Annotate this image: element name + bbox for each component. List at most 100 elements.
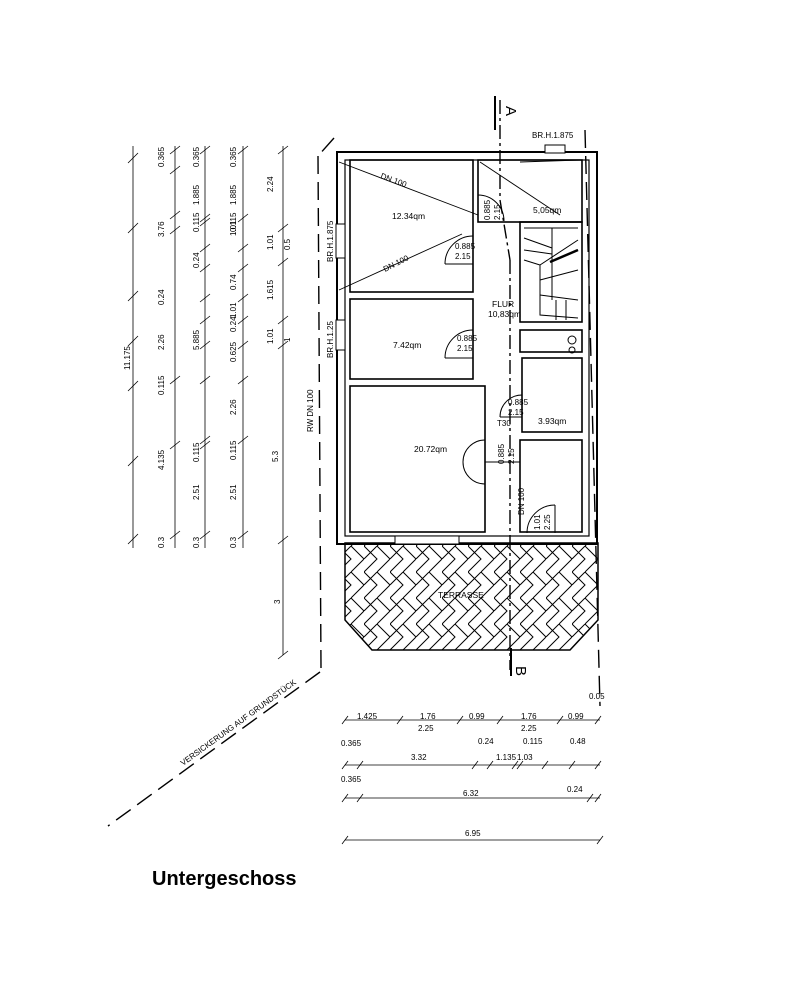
dimension-tick: [341, 715, 349, 725]
door3-h: 2.15: [457, 344, 473, 353]
dimension-tick: [169, 145, 181, 155]
dn-label-2: DN 100: [382, 253, 411, 274]
room-area-12: 12.34qm: [392, 211, 425, 221]
dimension-tick: [356, 793, 364, 803]
dim-left-col2: 5.885: [192, 329, 201, 350]
dim-left-col2: 0.115: [192, 212, 201, 232]
dim-bottom-row2: 0.365: [341, 739, 362, 748]
dimension-tick: [127, 152, 139, 164]
dimension-tick: [277, 650, 289, 660]
dim-left-total: 11.175: [123, 346, 132, 370]
terrasse-label: TERRASSE: [438, 590, 484, 600]
dimension-tick: [169, 530, 181, 540]
dim-left-col1: 0.365: [157, 146, 166, 167]
dimension-tick: [277, 340, 289, 350]
dim-bottom-row1: 1.76: [521, 712, 537, 721]
dim-left-col2: 0.3: [192, 536, 201, 548]
dimension-tick: [237, 213, 249, 223]
dim-left-col1: 3.76: [157, 221, 166, 237]
room-area-7: 7.42qm: [393, 340, 421, 350]
dim-left-col4: 2.24: [266, 176, 275, 192]
dim-bottom-row1: 0.99: [568, 712, 584, 721]
dim-left-col3: 1.01: [229, 302, 238, 318]
dimension-tick: [516, 760, 524, 770]
dim-left-col4: 1: [283, 337, 292, 342]
dim-bottom-row1: 1.76: [420, 712, 436, 721]
section-line: [499, 100, 511, 670]
room-area-5: 5,05qm: [533, 205, 561, 215]
dimension-tick: [199, 263, 211, 273]
dim-left-col3: 2.26: [229, 399, 238, 415]
dimension-tick: [596, 835, 604, 845]
dimension-tick: [277, 535, 289, 545]
dimension-tick: [237, 243, 249, 253]
dim-left-col2: 0.115: [192, 442, 201, 462]
dim-left-col3: 0.365: [229, 146, 238, 167]
dim-bottom-row1: 0.99: [469, 712, 485, 721]
t30-label: T30: [497, 419, 511, 428]
dim-left-col3: 1.885: [229, 184, 238, 205]
sanitary-symbol: [567, 335, 577, 354]
dimension-tick: [127, 222, 139, 234]
br-left-1: BR.H.1.875: [326, 220, 335, 262]
pipe-lines: [338, 159, 581, 291]
section-mark-b: B: [512, 666, 529, 676]
room-area-20: 20.72qm: [414, 444, 447, 454]
dim-bottom-row2: 0.115: [523, 737, 543, 746]
dimension-tick: [169, 375, 181, 385]
dimension-lines-left: [127, 145, 289, 660]
dimension-tick: [199, 217, 211, 227]
dimension-tick: [169, 440, 181, 450]
dimension-tick: [511, 760, 519, 770]
dimension-tick: [486, 760, 494, 770]
dim-left-col4: 1.01: [266, 328, 275, 344]
dimension-tick: [396, 715, 404, 725]
dimension-tick: [199, 375, 211, 385]
dim-bottom-row3: 6.32: [463, 789, 479, 798]
dimension-tick: [127, 335, 139, 347]
versickerung-label: VERSICKERUNG AUF GRUNDSTÜCK: [179, 677, 298, 767]
dimension-tick: [594, 715, 602, 725]
dimension-tick: [127, 290, 139, 302]
door5-w: 0.885: [497, 443, 506, 464]
dimension-tick: [541, 760, 549, 770]
dim-bottom-row1-end: 0.05: [589, 692, 605, 701]
dimension-tick: [169, 210, 181, 220]
dimension-tick: [341, 793, 349, 803]
dimension-tick: [199, 145, 211, 155]
dim-bottom-row2: 1.03: [517, 753, 533, 762]
br-left-2: BR.H.1.25: [326, 321, 335, 358]
dimension-tick: [169, 165, 181, 175]
flur-area: 10,83qm: [488, 309, 521, 319]
br-top: BR.H.1.875: [532, 131, 574, 140]
dim-left-col1: 0.24: [157, 289, 166, 305]
dim-bottom-row1-sub: 2.25: [521, 724, 537, 733]
dim-bottom-row2: 3.32: [411, 753, 427, 762]
dim-left-col3: 0.115: [229, 212, 238, 232]
dimension-tick: [456, 715, 464, 725]
dim-left-col4: 1.01: [266, 234, 275, 250]
dim-bottom-row4: 6.95: [465, 829, 481, 838]
dimension-lines-bottom: [341, 715, 604, 845]
dim-left-col3: 2.51: [229, 484, 238, 500]
dimension-tick: [556, 715, 564, 725]
dim-left-col1: 4.135: [157, 449, 166, 470]
dn-label-3: DN 100: [517, 487, 526, 515]
dim-left-col1: 0.115: [157, 375, 166, 395]
dimension-tick: [237, 435, 249, 445]
dimension-tick: [127, 533, 139, 545]
dimension-tick: [568, 760, 576, 770]
door2-w: 0.885: [455, 242, 476, 251]
dn-label-1: DN 100: [379, 171, 408, 189]
dim-left-col3: 0.24: [229, 316, 238, 332]
dimension-tick: [199, 440, 211, 450]
page-title: Untergeschoss: [152, 868, 297, 890]
rw-label: RW DN 100: [306, 389, 315, 432]
dim-left-col1: 2.26: [157, 334, 166, 350]
door-swings: [444, 194, 556, 534]
door1-h: 2.15: [493, 204, 502, 220]
dimension-tick: [341, 835, 349, 845]
dimension-tick: [594, 760, 602, 770]
dimension-tick: [341, 760, 349, 770]
